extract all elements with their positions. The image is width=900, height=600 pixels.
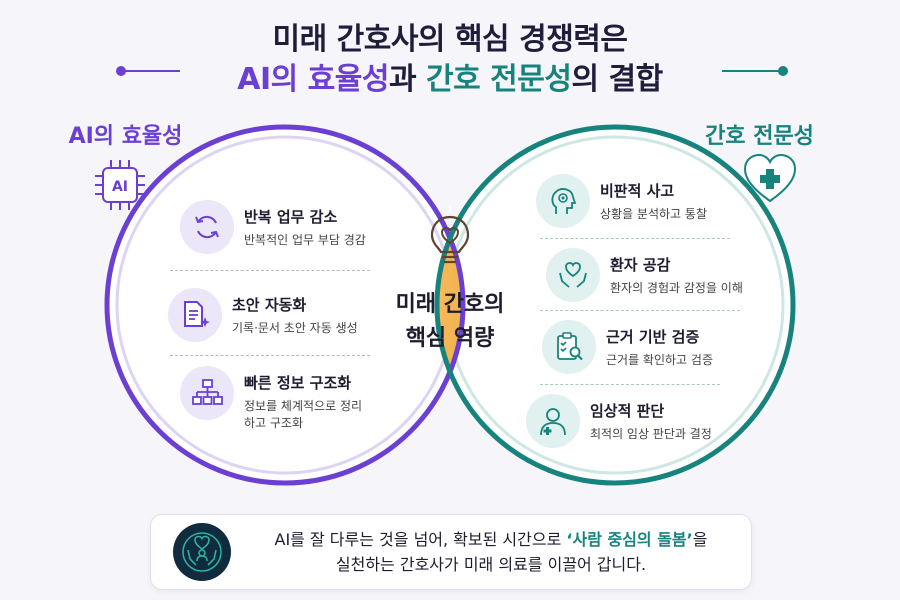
right-circle-label: 간호 전문성 — [705, 124, 814, 149]
ai-chip-icon: AI — [95, 160, 145, 210]
item-title: 비판적 사고 — [600, 182, 675, 200]
item-desc-line2: 하고 구조화 — [244, 416, 304, 430]
bottom-message-text: AI를 잘 다루는 것을 넘어, 확보된 시간으로 ‘사람 중심의 돌봄’을 실… — [251, 527, 731, 577]
item-title: 환자 공감 — [610, 256, 671, 274]
refresh-icon — [180, 200, 234, 254]
title-deco-dot-right — [778, 66, 788, 76]
lightbulb-heart-icon — [420, 205, 480, 264]
right-circle-outline — [434, 124, 796, 486]
right-item-evidence-verification: 근거 기반 검증 근거를 확인하고 검증 — [542, 320, 713, 374]
brain-head-icon — [536, 174, 590, 228]
right-divider-3 — [540, 384, 720, 385]
clipboard-search-icon — [542, 320, 596, 374]
nurse-icon — [526, 394, 580, 448]
left-item-draft-automation: 초안 자동화 기록·문서 초안 자동 생성 — [168, 288, 358, 342]
item-desc-line1: 정보를 체계적으로 정리 — [244, 399, 363, 413]
page-subtitle: AI의 효율성과 간호 전문성의 결합 — [0, 54, 900, 98]
page-title: 미래 간호사의 핵심 경쟁력은 — [272, 22, 628, 57]
right-divider-2 — [540, 310, 740, 311]
left-circle-outline — [104, 124, 466, 486]
left-circle-label: AI의 효율성 — [68, 124, 183, 149]
item-desc: 환자의 경험과 감정을 이해 — [610, 281, 743, 295]
left-divider-1 — [170, 270, 370, 271]
right-item-critical-thinking: 비판적 사고 상황을 분석하고 통찰 — [536, 174, 707, 228]
item-desc: 기록·문서 초안 자동 생성 — [232, 321, 358, 335]
title-deco-line-right — [722, 70, 784, 72]
center-line2: 핵심 역량 — [405, 326, 495, 351]
hierarchy-icon — [180, 366, 234, 420]
bottom-text-part2: 을 — [692, 530, 708, 549]
title-connector: 과 — [388, 62, 427, 97]
bottom-message-box: AI를 잘 다루는 것을 넘어, 확보된 시간으로 ‘사람 중심의 돌봄’을 실… — [150, 514, 752, 590]
item-desc: 정보를 체계적으로 정리 하고 구조화 — [244, 398, 362, 432]
title-nursing-expertise: 간호 전문성 — [426, 62, 572, 97]
title-deco-line-left — [118, 70, 180, 72]
right-item-patient-empathy: 환자 공감 환자의 경험과 감정을 이해 — [546, 248, 743, 302]
left-divider-2 — [170, 355, 370, 356]
item-desc: 최적의 임상 판단과 결정 — [590, 427, 712, 441]
center-line1: 미래 간호의 — [395, 292, 505, 317]
title-deco-dot-left — [116, 66, 126, 76]
document-sparkle-icon — [168, 288, 222, 342]
left-item-info-structuring: 빠른 정보 구조화 정보를 체계적으로 정리 하고 구조화 — [180, 366, 362, 432]
ai-chip-label: AI — [112, 179, 128, 195]
left-item-repetitive-tasks: 반복 업무 감소 반복적인 업무 부담 경감 — [180, 200, 366, 254]
item-desc: 근거를 확인하고 검증 — [606, 353, 713, 367]
item-title: 임상적 판단 — [590, 402, 665, 420]
title-suffix: 의 결합 — [571, 62, 663, 97]
heart-plus-icon — [743, 153, 797, 203]
item-title: 근거 기반 검증 — [606, 328, 700, 346]
item-title: 빠른 정보 구조화 — [244, 374, 352, 392]
title-ai-efficiency: AI의 효율성 — [237, 62, 389, 97]
bottom-text-part1: AI를 잘 다루는 것을 넘어, 확보된 시간으로 — [274, 530, 567, 549]
care-hands-icon — [173, 523, 231, 581]
item-title: 초안 자동화 — [232, 296, 307, 314]
item-title: 반복 업무 감소 — [244, 208, 338, 226]
heart-hands-icon — [546, 248, 600, 302]
item-desc: 상황을 분석하고 통찰 — [600, 207, 707, 221]
bottom-highlight: ‘사람 중심의 돌봄’ — [566, 530, 693, 549]
center-core-competency: 미래 간호의 핵심 역량 — [370, 288, 530, 356]
item-desc: 반복적인 업무 부담 경감 — [244, 233, 366, 247]
bottom-text-line2: 실천하는 간호사가 미래 의료를 이끌어 갑니다. — [335, 555, 647, 574]
right-item-clinical-judgment: 임상적 판단 최적의 임상 판단과 결정 — [526, 394, 712, 448]
right-circle-fill — [437, 127, 793, 483]
right-divider-1 — [540, 238, 730, 239]
